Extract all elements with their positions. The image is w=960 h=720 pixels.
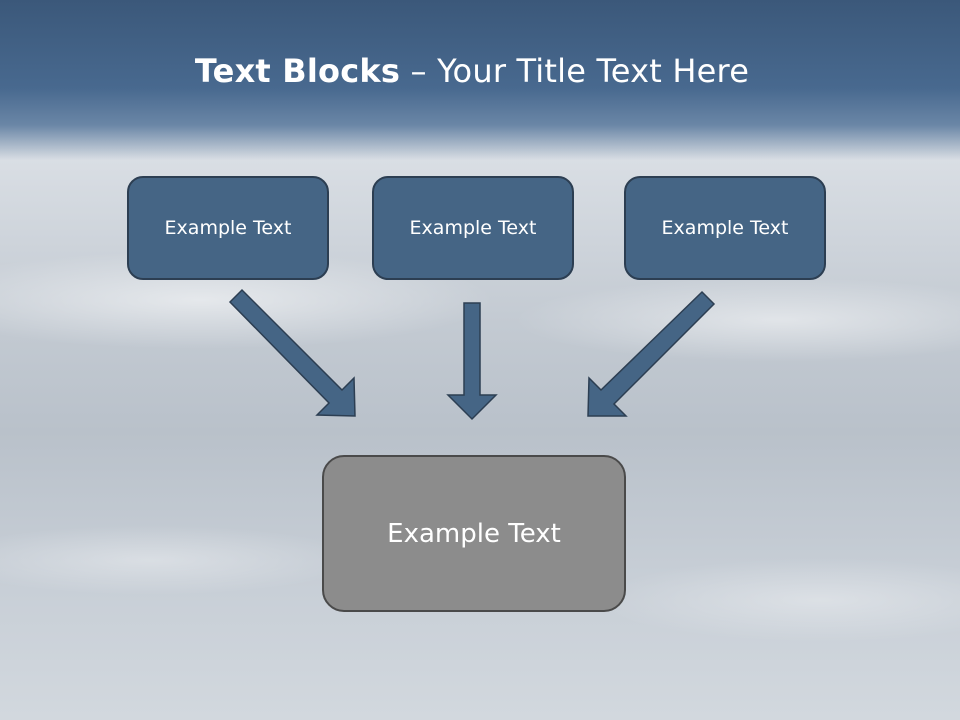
target-block[interactable]: Example Text [322,455,626,612]
arrow-right [587,290,716,417]
text-block-1[interactable]: Example Text [127,176,329,280]
text-block-3-label: Example Text [661,217,789,239]
arrow-center [446,302,498,421]
text-block-3[interactable]: Example Text [624,176,826,280]
text-block-1-label: Example Text [164,217,292,239]
slide-title: Text Blocks – Your Title Text Here [0,52,944,90]
title-separator: – [400,52,438,90]
title-banner [0,0,960,160]
title-rest: Your Title Text Here [437,52,750,90]
text-block-2[interactable]: Example Text [372,176,574,280]
title-bold: Text Blocks [194,52,401,90]
arrow-left [228,288,356,417]
text-block-2-label: Example Text [409,217,537,239]
target-block-label: Example Text [387,518,561,549]
